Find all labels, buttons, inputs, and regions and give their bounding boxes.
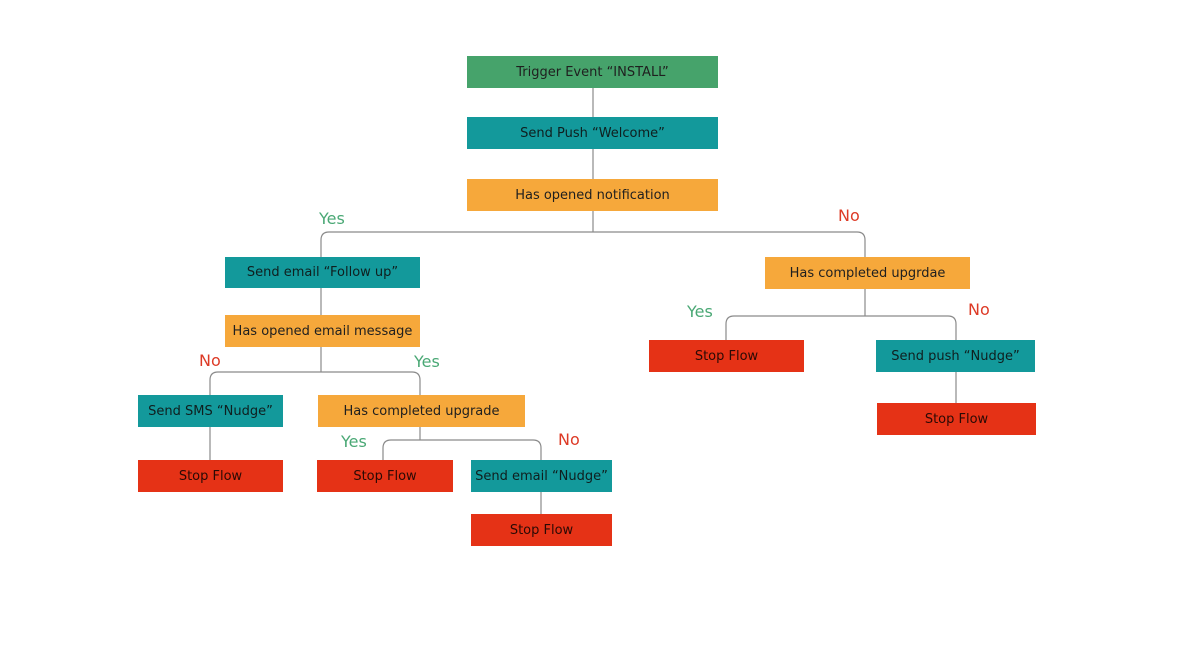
node-label: Send push “Nudge”: [891, 348, 1020, 364]
branch-label-upgrade-left-yes: Yes: [341, 432, 367, 451]
connector-opened-no: [209, 371, 321, 395]
node-label: Has completed upgrdae: [789, 265, 946, 281]
send-sms-nudge-node: Send SMS “Nudge”: [138, 395, 283, 427]
stop-flow-after-email-nudge-node: Stop Flow: [471, 514, 612, 546]
branch-label-upgrade-right-yes: Yes: [687, 302, 713, 321]
send-push-welcome-node: Send Push “Welcome”: [467, 117, 718, 149]
send-email-follow-up-node: Send email “Follow up”: [225, 257, 420, 288]
node-label: Send email “Nudge”: [475, 468, 608, 484]
send-email-nudge-node: Send email “Nudge”: [471, 460, 612, 492]
node-label: Stop Flow: [178, 468, 243, 484]
stop-flow-after-sms-node: Stop Flow: [138, 460, 283, 492]
branch-label-email-opened-no: No: [199, 351, 221, 370]
stop-flow-upgrade-yes-node: Stop Flow: [317, 460, 453, 492]
branch-label-notification-no: No: [838, 206, 860, 225]
node-label: Has opened notification: [515, 187, 670, 203]
node-label: Stop Flow: [509, 522, 574, 538]
stop-flow-right-yes-node: Stop Flow: [649, 340, 804, 372]
node-label: Stop Flow: [924, 411, 989, 427]
branch-label-upgrade-right-no: No: [968, 300, 990, 319]
stop-flow-after-push-nudge-node: Stop Flow: [877, 403, 1036, 435]
connector-opened-yes: [321, 371, 421, 395]
node-label: Has completed upgrade: [343, 403, 500, 419]
connector-upgrade-right-no: [865, 315, 957, 340]
connector-upgrade-left-no: [420, 439, 542, 460]
node-label: Send Push “Welcome”: [520, 125, 665, 141]
node-label: Stop Flow: [694, 348, 759, 364]
connector-notification-no: [593, 231, 866, 257]
connector-upgrade-left-yes: [382, 439, 420, 460]
has-completed-upgrade-right-node: Has completed upgrdae: [765, 257, 970, 289]
branch-label-email-opened-yes: Yes: [414, 352, 440, 371]
connector-notification-yes: [320, 231, 593, 257]
send-push-nudge-node: Send push “Nudge”: [876, 340, 1035, 372]
has-opened-email-message-node: Has opened email message: [225, 315, 420, 347]
has-completed-upgrade-left-node: Has completed upgrade: [318, 395, 525, 427]
node-label: Has opened email message: [232, 323, 413, 339]
node-label: Stop Flow: [353, 468, 417, 484]
node-label: Trigger Event “INSTALL”: [516, 64, 669, 80]
node-label: Send email “Follow up”: [246, 265, 399, 280]
branch-label-upgrade-left-no: No: [558, 430, 580, 449]
trigger-event-install-node: Trigger Event “INSTALL”: [467, 56, 718, 88]
node-label: Send SMS “Nudge”: [148, 403, 273, 419]
connector-upgrade-right-yes: [725, 315, 865, 340]
has-opened-notification-node: Has opened notification: [467, 179, 718, 211]
branch-label-notification-yes: Yes: [319, 209, 345, 228]
